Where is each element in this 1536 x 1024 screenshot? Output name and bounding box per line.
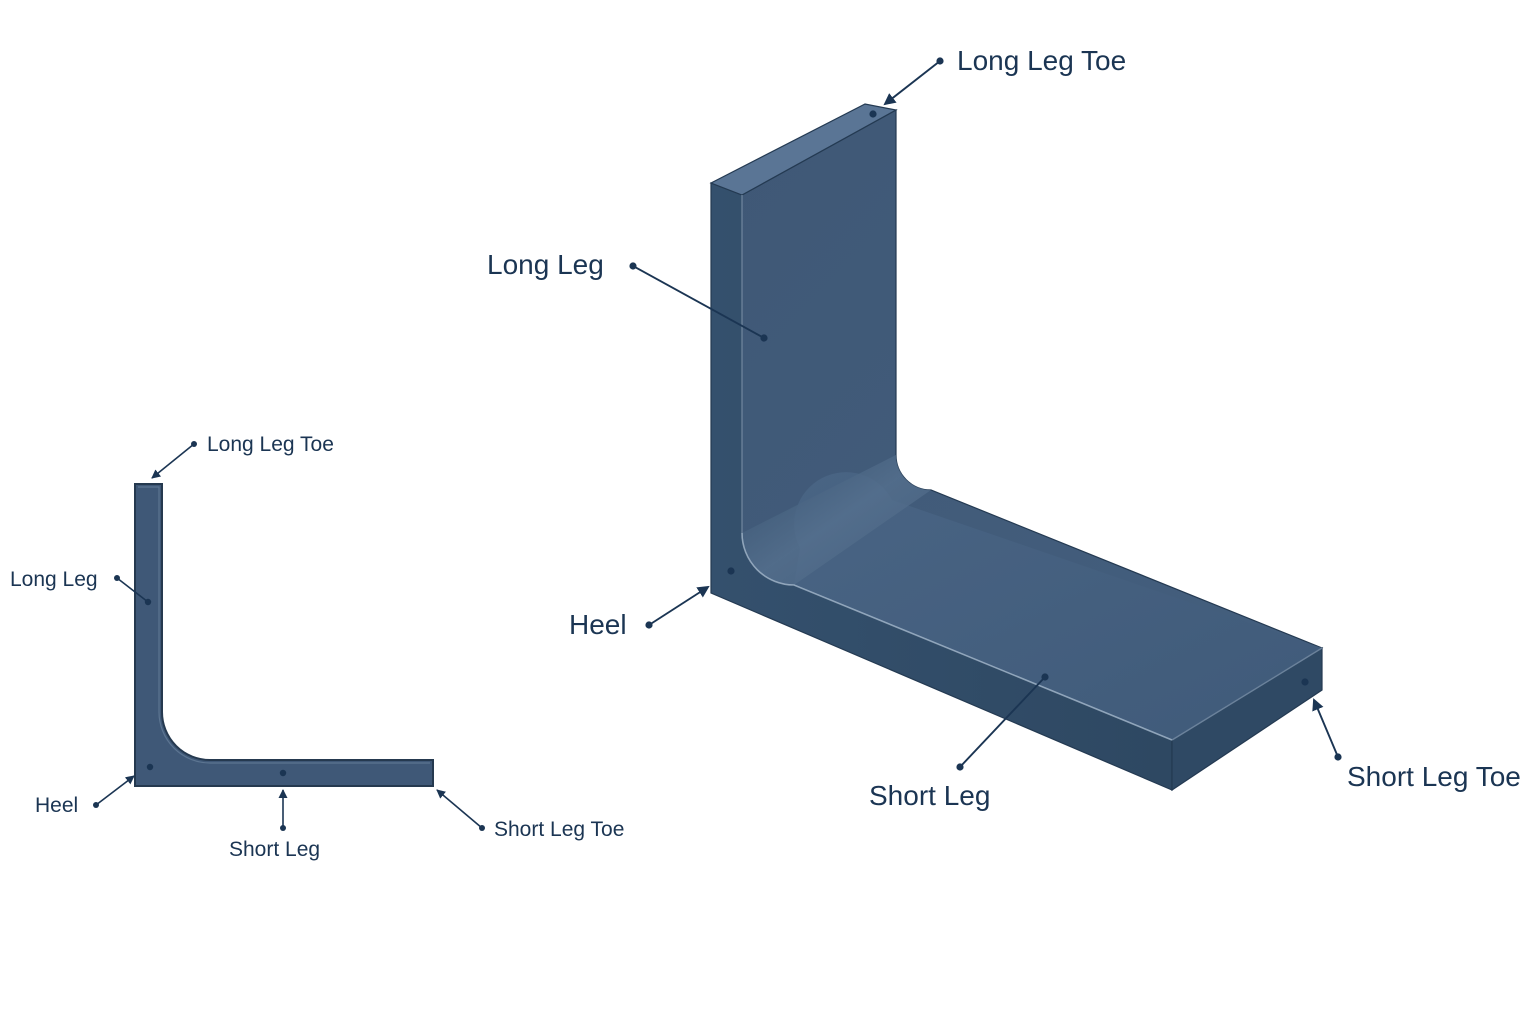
iso-short-leg-toe-callout: Short Leg Toe xyxy=(1301,678,1521,792)
fillet-band xyxy=(742,455,931,585)
highlight-edge-3 xyxy=(1171,647,1323,741)
iso-heel-label: Heel xyxy=(569,609,627,640)
iso-short-leg-toe-dot-start xyxy=(1334,753,1342,761)
iso-long-leg-label: Long Leg xyxy=(487,249,604,280)
iso-long-leg-leader xyxy=(632,265,765,339)
cs-long-leg-toe-dot xyxy=(191,441,197,447)
iso-long-leg-toe-dot-end xyxy=(869,110,877,118)
iso-heel-callout: Heel xyxy=(569,567,735,640)
iso-short-leg-dot-start xyxy=(956,763,964,771)
profile-highlight xyxy=(138,486,430,764)
cs-long-leg-dot-start xyxy=(114,575,120,581)
cs-short-leg-toe-callout: Short Leg Toe xyxy=(436,789,624,841)
cs-short-leg-toe-dot xyxy=(479,825,485,831)
iso-long-leg-toe-leader xyxy=(883,60,941,106)
cs-long-leg-toe-leader xyxy=(151,443,195,479)
long-leg-top-edge xyxy=(709,103,898,196)
iso-short-leg-label: Short Leg xyxy=(869,780,990,811)
iso-short-leg-toe-dot-end xyxy=(1301,678,1309,686)
cs-short-leg-label: Short Leg xyxy=(229,838,320,861)
short-leg-top-face xyxy=(794,472,1322,740)
cs-heel-dot-end xyxy=(146,763,154,771)
highlight-edge-2 xyxy=(741,532,1173,741)
iso-heel-dot-end xyxy=(727,567,735,575)
cs-short-leg-toe-leader xyxy=(436,789,483,829)
iso-heel-dot-start xyxy=(645,621,653,629)
cs-long-leg-callout: Long Leg xyxy=(10,568,152,606)
isometric-view: Long Leg Toe Long Leg Heel Short Leg xyxy=(487,45,1521,811)
cs-short-leg-dot-start xyxy=(280,825,286,831)
cs-long-leg-toe-callout: Long Leg Toe xyxy=(151,433,334,479)
cs-heel-dot-start xyxy=(93,802,99,808)
iso-long-leg-toe-label: Long Leg Toe xyxy=(957,45,1126,76)
cs-heel-leader xyxy=(95,775,135,806)
cs-short-leg-callout: Short Leg xyxy=(229,769,320,861)
iso-long-leg-dot-end xyxy=(760,334,768,342)
cs-long-leg-leader xyxy=(116,577,149,603)
cs-long-leg-toe-label: Long Leg Toe xyxy=(207,433,334,456)
iso-long-leg-toe-dot-start xyxy=(936,57,944,65)
angle-profile-shape xyxy=(134,483,434,787)
iso-short-leg-leader xyxy=(959,676,1046,768)
cs-long-leg-dot-end xyxy=(144,598,152,606)
iso-long-leg-callout: Long Leg xyxy=(487,249,768,342)
iso-long-leg-dot-start xyxy=(629,262,637,270)
cs-heel-callout: Heel xyxy=(35,763,154,817)
iso-long-leg-toe-callout: Long Leg Toe xyxy=(869,45,1126,118)
iso-heel-leader xyxy=(648,585,710,626)
iso-short-leg-toe-label: Short Leg Toe xyxy=(1347,761,1521,792)
cs-short-leg-dot-end xyxy=(279,769,287,777)
cross-section-view: Long Leg Toe Long Leg Heel Short Leg xyxy=(10,433,624,861)
iso-short-leg-callout: Short Leg xyxy=(869,673,1049,811)
cs-short-leg-toe-label: Short Leg Toe xyxy=(494,818,624,841)
iso-short-leg-toe-leader xyxy=(1312,698,1339,758)
cs-long-leg-label: Long Leg xyxy=(10,568,98,591)
iso-short-leg-dot-end xyxy=(1041,673,1049,681)
cs-heel-label: Heel xyxy=(35,794,78,817)
